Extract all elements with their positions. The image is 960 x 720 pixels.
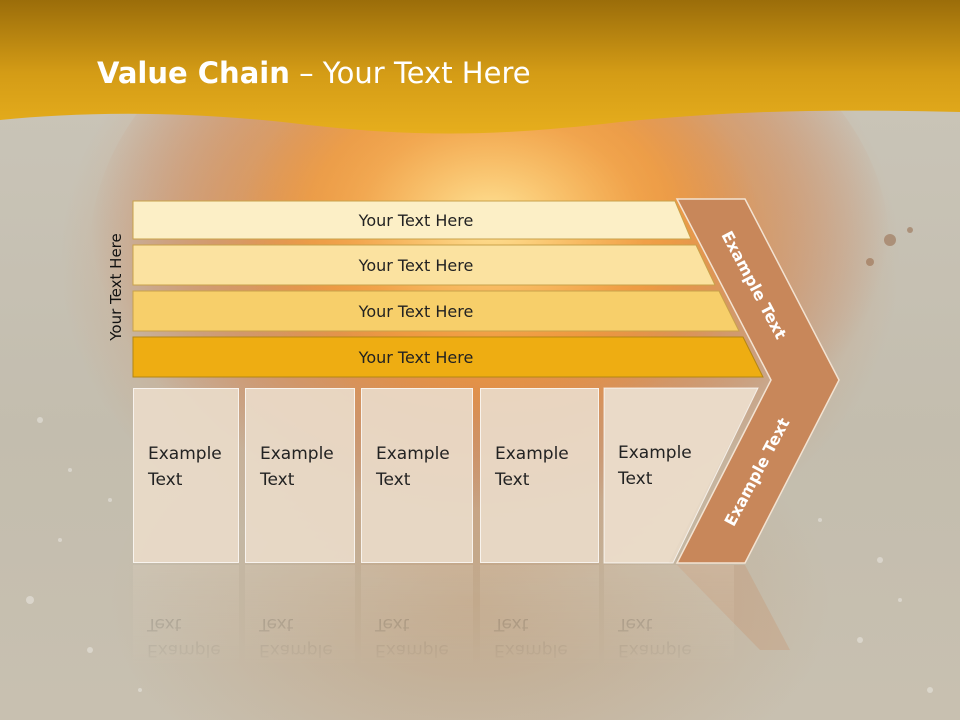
bar-3[interactable]: Your Text Here [133,291,699,331]
activity-box-5-text-overlay: Example Text [618,443,692,489]
reflection-text: Example Text [147,614,221,660]
page-title: Value Chain – Your Text Here [97,53,531,93]
bar-3-shape[interactable] [132,290,740,332]
activity-box-2-text: Example Text [260,444,334,490]
activity-box-4-reflection: Example Text [480,565,599,715]
title-rest: – Your Text Here [289,56,531,90]
activity-box-2-reflection: Example Text [245,565,355,715]
activity-box-3-text: Example Text [376,444,450,490]
bar-2-label: Your Text Here [358,255,474,275]
reflection-text: Example Text [618,614,692,660]
chevron-shape[interactable] [675,198,840,564]
reflection-text: Example Text [494,614,568,660]
activity-box-4[interactable]: Example Text [480,388,599,563]
activity-box-3-reflection: Example Text [361,565,473,715]
bar-4-shape[interactable] [132,336,764,378]
bar-1-label: Your Text Here [358,210,474,230]
bar-1-shape[interactable] [132,200,692,240]
bar-1[interactable]: Your Text Here [133,201,699,239]
activity-box-1-text: Example Text [148,444,222,490]
activity-box-2[interactable]: Example Text [245,388,355,563]
reflection-text: Example Text [259,614,333,660]
activity-box-3[interactable]: Example Text [361,388,473,563]
activity-box-4-text: Example Text [495,444,569,490]
activity-box-1[interactable]: Example Text [133,388,239,563]
bar-2-shape[interactable] [132,244,716,286]
header-band [0,0,960,134]
bar-3-label: Your Text Here [358,301,474,321]
bar-2[interactable]: Your Text Here [133,245,699,285]
title-bold: Value Chain [97,56,290,90]
bar-4[interactable]: Your Text Here [133,337,699,377]
reflection-text: Example Text [375,614,449,660]
chevron-reflection [677,565,790,650]
bar-4-label: Your Text Here [358,347,474,367]
side-label: Your Text Here [107,233,125,341]
activity-box-5-reflection: Example Text [604,565,734,715]
activity-box-1-reflection: Example Text [133,565,239,715]
